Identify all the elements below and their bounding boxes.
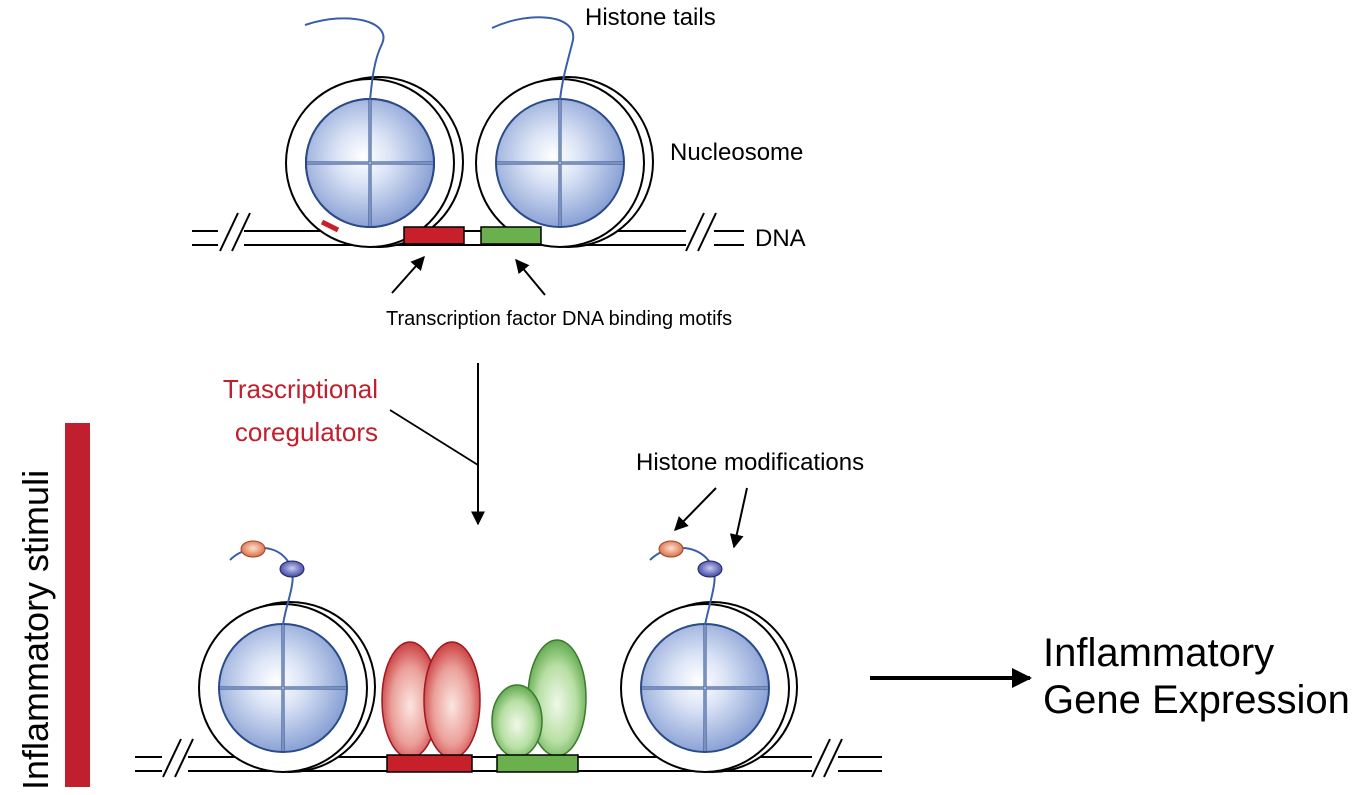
top-nucleosome-2 xyxy=(475,16,654,248)
histone-mark-purple xyxy=(279,560,305,578)
label-output-2: Gene Expression xyxy=(1043,678,1350,722)
histone-tail xyxy=(304,17,385,101)
histone-mark-purple xyxy=(697,560,723,578)
mod-arrow-2 xyxy=(729,487,748,549)
histone-mark-orange xyxy=(240,540,266,558)
coregulator-pointer xyxy=(389,409,479,466)
top-nucleosome-1 xyxy=(285,17,464,248)
tf-motif-red xyxy=(403,226,465,245)
bottom-chromatin-open xyxy=(135,540,882,778)
label-stimuli: Inflammatory stimuli xyxy=(15,470,56,790)
bottom-nucleosome-1 xyxy=(198,540,376,773)
label-dna: DNA xyxy=(755,225,806,252)
label-histone-tails: Histone tails xyxy=(585,4,716,31)
label-tf-motifs: Transcription factor DNA binding motifs xyxy=(386,308,732,330)
label-histone-modifications: Histone modifications xyxy=(636,449,864,476)
histone-mark-orange xyxy=(658,540,684,558)
label-coregulators-1: Trascriptional xyxy=(223,374,378,404)
mod-arrow-1 xyxy=(674,487,717,532)
label-coregulators-2: coregulators xyxy=(235,417,378,447)
label-output-1: Inflammatory xyxy=(1043,631,1274,675)
red-transcription-factor xyxy=(381,641,481,759)
stimuli-bar xyxy=(65,423,90,787)
histone-tail xyxy=(491,16,575,101)
tf-motif-red-bound xyxy=(386,754,473,773)
bottom-nucleosome-2 xyxy=(620,540,798,773)
tf-motif-green xyxy=(480,226,542,245)
tf-motif-green-bound xyxy=(496,754,579,773)
label-nucleosome: Nucleosome xyxy=(670,139,803,166)
top-chromatin-closed xyxy=(192,16,744,296)
top-dna-strand xyxy=(192,212,744,252)
motif-arrow-green xyxy=(515,258,546,296)
green-transcription-factor xyxy=(491,639,587,758)
motif-arrow-red xyxy=(391,255,425,294)
